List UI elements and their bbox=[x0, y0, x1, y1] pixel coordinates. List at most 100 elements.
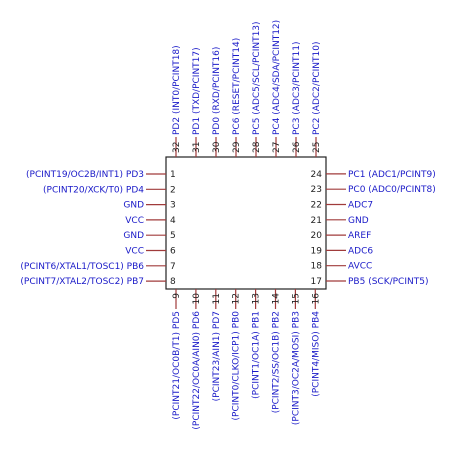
pin-29: 29 PC6 (RESET/PCINT14) bbox=[232, 38, 242, 157]
pin-label: (PCINT4/MISO) PB4 bbox=[311, 311, 321, 397]
pin-label: (PCINT3/OC2A/MOSI) PB3 bbox=[291, 311, 301, 425]
pin-number: 22 bbox=[311, 201, 322, 211]
pin-24: 24 PC1 (ADC1/PCINT9) bbox=[311, 170, 436, 180]
pin-label: (PCINT21/OC0B/T1) PD5 bbox=[172, 311, 182, 420]
pin-number: 13 bbox=[252, 293, 262, 304]
pin-label: PD2 (INT0/PCINT18) bbox=[172, 45, 182, 135]
pin-number: 16 bbox=[311, 293, 321, 305]
pin-label: (PCINT22/OC0A/AIN0) PD6 bbox=[192, 311, 202, 430]
pin-32: 32 PD2 (INT0/PCINT18) bbox=[172, 45, 182, 157]
pin-label: (PCINT6/XTAL1/TOSC1) PB6 bbox=[20, 262, 144, 272]
pin-number: 5 bbox=[170, 231, 176, 241]
pin-label: GND bbox=[123, 201, 144, 211]
pin-14: 14 (PCINT2/SS/OC1B) PB2 bbox=[272, 289, 282, 413]
pin-3: 3 GND bbox=[123, 201, 175, 211]
pin-28: 28 PC5 (ADC5/SCL/PCINT13) bbox=[252, 21, 262, 157]
pin-label: PD0 (RXD/PCINT16) bbox=[212, 47, 222, 135]
pin-number: 24 bbox=[311, 170, 323, 180]
pin-11: 11 (PCINT23/AIN1) PD7 bbox=[212, 289, 222, 401]
pin-label: PC6 (RESET/PCINT14) bbox=[232, 38, 242, 135]
pin-number: 2 bbox=[170, 185, 176, 195]
pin-27: 27 PC4 (ADC4/SDA/PCINT12) bbox=[272, 20, 282, 157]
pin-label: GND bbox=[348, 216, 369, 226]
pin-16: 16 (PCINT4/MISO) PB4 bbox=[311, 289, 321, 397]
pin-2: 2 (PCINT20/XCK/T0) PD4 bbox=[43, 185, 176, 195]
pin-22: 22 ADC7 bbox=[311, 201, 374, 211]
pin-number: 3 bbox=[170, 201, 176, 211]
pin-10: 10 (PCINT22/OC0A/AIN0) PD6 bbox=[192, 289, 202, 430]
pin-label: PC0 (ADC0/PCINT8) bbox=[348, 185, 436, 195]
pin-label: GND bbox=[123, 231, 144, 241]
pin-label: (PCINT19/OC2B/INT1) PD3 bbox=[26, 170, 144, 180]
pin-label: ADC6 bbox=[348, 246, 373, 256]
pin-label: PC5 (ADC5/SCL/PCINT13) bbox=[252, 21, 262, 135]
pin-30: 30 PD0 (RXD/PCINT16) bbox=[212, 47, 222, 157]
pin-number: 27 bbox=[272, 142, 282, 153]
pin-15: 15 (PCINT3/OC2A/MOSI) PB3 bbox=[291, 289, 301, 425]
pin-number: 1 bbox=[170, 170, 176, 180]
pin-number: 11 bbox=[212, 293, 222, 304]
pin-number: 25 bbox=[312, 142, 322, 153]
pin-number: 31 bbox=[192, 142, 202, 153]
pin-number: 17 bbox=[311, 277, 322, 287]
pin-label: (PCINT20/XCK/T0) PD4 bbox=[43, 185, 144, 195]
pin-label: (PCINT1/OC1A) PB1 bbox=[252, 311, 262, 399]
right-pin-group: 17 PB5 (SCK/PCINT5) 18 AVCC 19 ADC6 20 AREF 21 GN… bbox=[311, 170, 436, 287]
pin-label: ADC7 bbox=[348, 201, 373, 211]
pin-number: 19 bbox=[311, 246, 323, 256]
pin-12: 12 (PCINT0/CLKO/ICP1) PB0 bbox=[232, 289, 242, 420]
pin-6: 6 VCC bbox=[125, 247, 176, 257]
top-pin-group: 25 PC2 (ADC2/PCINT10) 26 PC3 (ADC3/PCINT11)… bbox=[172, 20, 322, 157]
pin-label: PC1 (ADC1/PCINT9) bbox=[348, 170, 436, 180]
bottom-pin-group: 9(PCINT21/OC0B/T1) PD5 10 (PCINT22/OC0A/AI… bbox=[172, 289, 321, 430]
pin-number: 20 bbox=[311, 231, 323, 241]
pin-number: 8 bbox=[170, 277, 176, 287]
pin-1: 1 (PCINT19/OC2B/INT1) PD3 bbox=[26, 170, 176, 180]
pin-number: 7 bbox=[170, 262, 176, 272]
pin-number: 32 bbox=[172, 142, 182, 153]
pin-13: 13 (PCINT1/OC1A) PB1 bbox=[252, 289, 262, 399]
pin-31: 31 PD1 (TXD/PCINT17) bbox=[192, 47, 202, 157]
pin-label: AREF bbox=[348, 231, 371, 241]
pin-label: (PCINT2/SS/OC1B) PB2 bbox=[272, 311, 282, 413]
pin-number: 10 bbox=[192, 293, 202, 305]
pin-number: 12 bbox=[232, 293, 242, 304]
pin-label: (PCINT23/AIN1) PD7 bbox=[212, 311, 222, 401]
pin-25: 25 PC2 (ADC2/PCINT10) bbox=[312, 42, 322, 157]
pin-23: 23 PC0 (ADC0/PCINT8) bbox=[311, 185, 436, 195]
pin-20: 20 AREF bbox=[311, 231, 372, 241]
pin-8: 8 (PCINT7/XTAL2/TOSC2) PB7 bbox=[20, 277, 176, 287]
pin-19: 19 ADC6 bbox=[311, 246, 374, 256]
pin-number: 23 bbox=[311, 185, 322, 195]
pin-number: 21 bbox=[311, 216, 322, 226]
pin-number: 18 bbox=[311, 262, 323, 272]
pin-label: (PCINT7/XTAL2/TOSC2) PB7 bbox=[20, 277, 144, 287]
pin-label: PC4 (ADC4/SDA/PCINT12) bbox=[272, 20, 282, 135]
pin-number: 28 bbox=[252, 141, 262, 153]
pin-number: 15 bbox=[291, 293, 301, 304]
pin-7: 7 (PCINT6/XTAL1/TOSC1) PB6 bbox=[20, 262, 175, 272]
pin-label: PC2 (ADC2/PCINT10) bbox=[312, 42, 322, 136]
pin-9: 9(PCINT21/OC0B/T1) PD5 bbox=[172, 289, 182, 420]
pin-21: 21 GND bbox=[311, 216, 369, 226]
pin-number: 29 bbox=[232, 141, 242, 153]
pin-label: AVCC bbox=[348, 262, 372, 272]
pin-label: VCC bbox=[125, 216, 144, 226]
pin-label: VCC bbox=[125, 247, 144, 257]
pin-label: PB5 (SCK/PCINT5) bbox=[348, 277, 428, 287]
pin-number: 6 bbox=[170, 247, 176, 257]
left-pin-group: 1 (PCINT19/OC2B/INT1) PD3 2 (PCINT20/XCK/T0… bbox=[20, 170, 176, 287]
pin-label: PC3 (ADC3/PCINT11) bbox=[292, 42, 302, 136]
chip-body bbox=[165, 156, 327, 290]
pin-number: 14 bbox=[272, 293, 282, 305]
pin-17: 17 PB5 (SCK/PCINT5) bbox=[311, 277, 429, 287]
pin-number: 26 bbox=[292, 141, 302, 153]
pin-4: 4 VCC bbox=[125, 216, 176, 226]
pin-number: 30 bbox=[212, 141, 222, 153]
pin-number: 4 bbox=[170, 216, 176, 226]
pin-18: 18 AVCC bbox=[311, 262, 373, 272]
pin-5: 5 GND bbox=[123, 231, 175, 241]
pin-label: (PCINT0/CLKO/ICP1) PB0 bbox=[232, 311, 242, 421]
pin-label: PD1 (TXD/PCINT17) bbox=[192, 47, 202, 135]
